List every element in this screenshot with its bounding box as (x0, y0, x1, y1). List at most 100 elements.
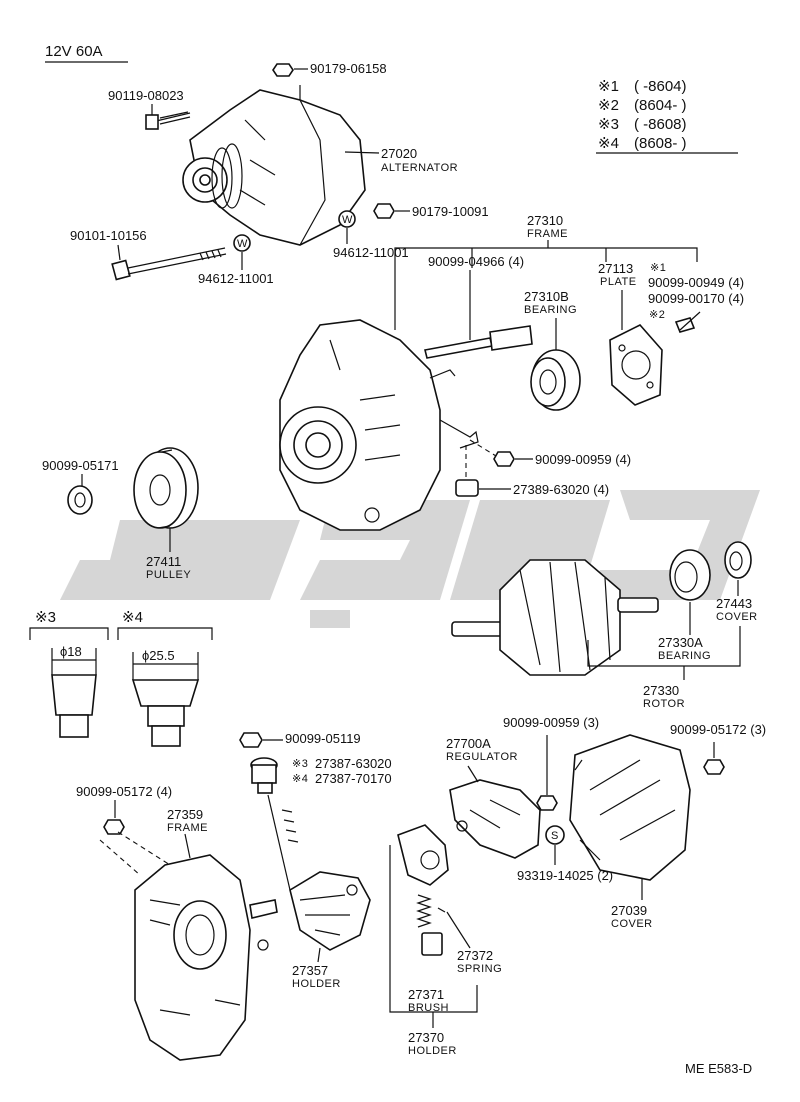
label-94612-b: 94612-11001 (198, 271, 274, 286)
label-90099-05119: 90099-05119 (285, 731, 361, 746)
label-frame-27310: FRAME (527, 228, 568, 240)
rear-cover-27039-drawing (569, 734, 691, 900)
bolt-90119-08023-icon (145, 111, 191, 130)
label-93319-14025: 93319-14025 (2) (517, 868, 613, 883)
brush-27371-icon (421, 932, 443, 956)
label-90099-04966: 90099-04966 (4) (428, 254, 524, 269)
sleeve-4-mark: ※4 (122, 609, 143, 626)
bearing-27310b-icon (530, 318, 581, 411)
legend-mark-3: ※3 (598, 116, 619, 133)
label-90099-05172-b: 90099-05172 (4) (76, 784, 172, 799)
label-27700a: 27700A (446, 736, 491, 751)
leader-27330-bracket (587, 626, 741, 680)
label-cover-27443: COVER (716, 611, 758, 623)
regulator-27700a-icon (449, 765, 541, 859)
legend-text-2: (8604- ) (634, 97, 687, 114)
label-90179-06158: 90179-06158 (310, 61, 387, 76)
alternator-assembly-drawing (182, 85, 366, 246)
label-regulator: REGULATOR (446, 751, 518, 763)
label-bearing-27330a: BEARING (658, 650, 711, 662)
washer-94612-b-icon: W (233, 234, 251, 252)
label-27330: 27330 (643, 683, 679, 698)
screw-90099-00959-b-icon (536, 735, 558, 811)
label-27113-mark: ※1 (650, 262, 666, 274)
sleeve-3-dia: ϕ18 (60, 644, 82, 659)
label-27113: 27113 (598, 261, 633, 276)
plate-27113-icon (609, 290, 663, 406)
label-27371: 27371 (408, 987, 444, 1002)
label-alternator: ALTERNATOR (381, 162, 458, 174)
label-94612-a: 94612-11001 (333, 245, 409, 260)
through-bolt-90101-10156-icon (111, 247, 227, 281)
nut-90179-10091-icon (373, 203, 395, 219)
label-90179-10091: 90179-10091 (412, 204, 489, 219)
leader-27370-bracket (389, 845, 478, 1028)
nut-90099-05119-icon (239, 732, 263, 748)
washer-93319-14025-icon: S (545, 825, 565, 865)
stud-90099-04966-icon (424, 270, 533, 359)
label-27411: 27411 (146, 554, 181, 569)
label-90099-00170-mark: ※2 (649, 309, 665, 321)
spring-27372-icon (416, 894, 446, 928)
sleeve-4-dia: ϕ25.5 (142, 648, 175, 663)
bearing-27330a-icon (669, 549, 711, 601)
svg-text:S: S (551, 830, 559, 842)
sleeve-brackets (29, 627, 213, 640)
label-90119-08023: 90119-08023 (108, 88, 184, 103)
sleeve-3-mark: ※3 (35, 609, 56, 626)
label-27359: 27359 (167, 807, 203, 822)
legend-mark-1: ※1 (598, 78, 619, 95)
label-plate: PLATE (600, 276, 637, 288)
screw-90099-00170-icon (674, 311, 701, 333)
label-27387-70170-mark: ※4 (292, 773, 308, 785)
legend-text-1: ( -8604) (634, 78, 687, 95)
label-90099-00959-b: 90099-00959 (3) (503, 715, 599, 730)
label-bearing-27310b: BEARING (524, 304, 577, 316)
label-27310: 27310 (527, 213, 563, 228)
label-27387-70170: 27387-70170 (315, 771, 392, 786)
spacer-90099-05171-icon (67, 485, 93, 515)
page-title: 12V 60A (45, 43, 103, 60)
nut-90179-06158-icon (272, 63, 294, 77)
svg-text:W: W (342, 214, 353, 226)
cover-27443-icon (724, 541, 752, 579)
drive-end-frame-drawing (279, 319, 479, 531)
label-pulley: PULLEY (146, 569, 191, 581)
label-brush: BRUSH (408, 1002, 449, 1014)
label-27370: 27370 (408, 1030, 444, 1045)
sleeve-3-icon (51, 648, 97, 738)
label-27387-63020: 27387-63020 (315, 756, 392, 771)
svg-text:W: W (237, 238, 248, 250)
label-90099-00170: 90099-00170 (4) (648, 291, 744, 306)
label-90099-05171: 90099-05171 (42, 458, 119, 473)
label-cover-27039: COVER (611, 918, 653, 930)
footer-code: ME E583-D (685, 1061, 752, 1076)
label-90099-00949: 90099-00949 (4) (648, 275, 744, 290)
label-holder-27370: HOLDER (408, 1045, 457, 1057)
pulley-27411-icon (133, 447, 199, 552)
washer-94612-a-icon: W (338, 210, 356, 228)
brush-holder-27370-icon (397, 824, 449, 886)
legend-text-4: (8608- ) (634, 135, 687, 152)
label-90099-05172-a: 90099-05172 (3) (670, 722, 766, 737)
screw-90099-00959-a-icon (469, 439, 515, 467)
label-rotor: ROTOR (643, 698, 685, 710)
leader-27310-bracket (394, 240, 698, 330)
label-27372: 27372 (457, 948, 493, 963)
label-27389-63020: 27389-63020 (4) (513, 482, 609, 497)
legend: ※1 ( -8604) ※2 (8604- ) ※3 ( -8608) ※4 (… (596, 78, 738, 154)
label-27330a: 27330A (658, 635, 703, 650)
legend-mark-4: ※4 (598, 135, 619, 152)
insulator-27389-63020-icon (455, 445, 479, 497)
nut-90099-05172-a-icon (703, 742, 725, 775)
label-spring: SPRING (457, 963, 502, 975)
label-27310b: 27310B (524, 289, 569, 304)
legend-mark-2: ※2 (598, 97, 619, 114)
label-27039: 27039 (611, 903, 647, 918)
sleeve-4-icon (131, 652, 200, 747)
label-frame-27359: FRAME (167, 822, 208, 834)
insulator-27387-icon (250, 757, 278, 794)
label-90099-00959-a: 90099-00959 (4) (535, 452, 631, 467)
rear-frame-27359-drawing (134, 854, 278, 1061)
